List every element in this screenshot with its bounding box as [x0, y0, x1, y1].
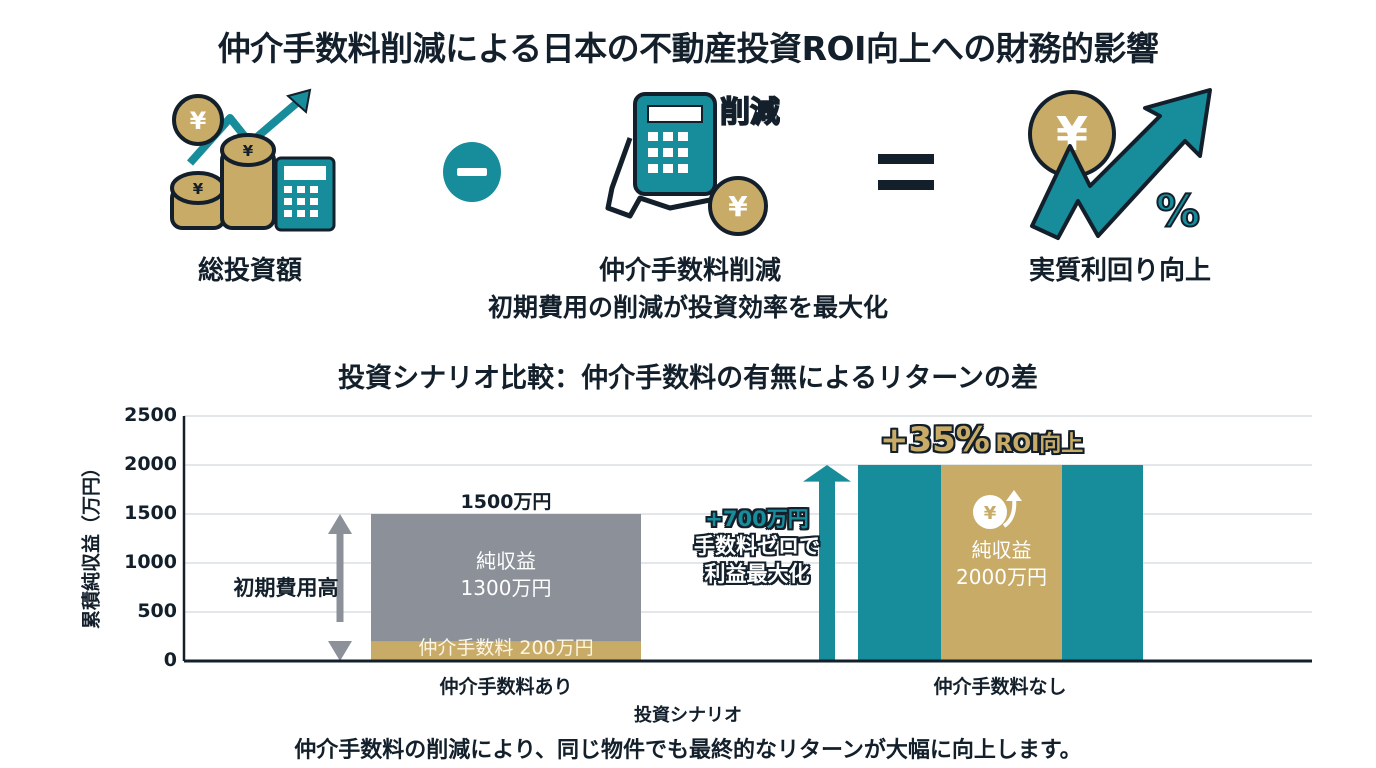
- svg-text:¥: ¥: [243, 142, 254, 160]
- gain-line2: 手数料ゼロで: [694, 534, 820, 559]
- yen-coin-up-icon: ¥: [973, 490, 1022, 529]
- arrow-up-head: [328, 514, 352, 534]
- bar1-net-title: 純収益: [476, 549, 536, 573]
- equation-subtitle: 初期費用の削減が投資効率を最大化: [487, 293, 888, 322]
- minus-circle-icon: [443, 142, 501, 202]
- bar-segment-fee: [371, 641, 641, 661]
- svg-text:%: %: [1156, 186, 1200, 237]
- footer-caption: 仲介手数料の削減により、同じ物件でも最終的なリターンが大幅に向上します。: [294, 738, 1082, 763]
- bar2-net-label: 純収益 2000万円: [941, 537, 1062, 591]
- svg-text:削減: 削減: [720, 95, 780, 130]
- y-tick-label: 1500: [124, 502, 177, 524]
- equation-label-fee-reduction: 仲介手数料削減: [598, 256, 781, 286]
- roi-annotation: +35% ROI向上: [880, 420, 1083, 460]
- svg-text:¥: ¥: [193, 180, 204, 198]
- bar1-net-value: 1300万円: [460, 576, 552, 600]
- bar1-total-label: 1500万円: [460, 491, 552, 513]
- svg-text:¥: ¥: [190, 107, 207, 135]
- y-tick-label: 1000: [124, 551, 177, 573]
- x-axis-label: 投資シナリオ: [634, 705, 742, 726]
- bar1-fee-label: 仲介手数料 200万円: [418, 637, 594, 659]
- gain-amount: +700万円: [705, 507, 809, 531]
- bar2-net-value: 2000万円: [956, 565, 1047, 589]
- equation-label-total-investment: 総投資額: [197, 256, 302, 286]
- y-tick-label: 500: [137, 600, 177, 622]
- roi-text: ROI向上: [995, 432, 1084, 457]
- equals-icon: [878, 154, 934, 190]
- gain-arrow-shaft: [819, 474, 835, 661]
- gain-annotation: +700万円 手数料ゼロで 利益最大化: [672, 506, 842, 588]
- bar-segment-net-income: [371, 514, 641, 642]
- yen-arrow-percent-icon: ¥ %: [1028, 88, 1212, 240]
- y-tick-label: 2000: [124, 453, 177, 475]
- svg-text:¥: ¥: [984, 503, 997, 524]
- hand-calculator-yen-icon: 削減 ¥: [605, 92, 780, 236]
- x-tick-label-without-fee: 仲介手数料なし: [933, 676, 1067, 698]
- page-title: 仲介手数料削減による日本の不動産投資ROI向上への財務的影響: [217, 29, 1159, 68]
- svg-text:¥: ¥: [728, 190, 748, 223]
- bar2-net-title: 純収益: [971, 538, 1032, 562]
- x-tick-label-with-fee: 仲介手数料あり: [439, 676, 573, 698]
- roi-percent: +35%: [880, 420, 990, 460]
- arrow-down-head: [328, 641, 352, 661]
- left-arrow-label: 初期費用高: [233, 576, 339, 600]
- equation-label-yield-improvement: 実質利回り向上: [1028, 256, 1211, 286]
- gain-arrow-head: [803, 465, 851, 482]
- y-tick-label: 2500: [124, 404, 177, 426]
- chart-title: 投資シナリオ比較：仲介手数料の有無によるリターンの差: [338, 363, 1038, 394]
- bar1-net-label: 純収益 1300万円: [371, 548, 641, 602]
- coins-calculator-growth-icon: ¥ ¥ ¥: [170, 88, 336, 232]
- gain-line3: 利益最大化: [704, 561, 810, 586]
- y-axis-label: 累積純収益（万円）: [80, 458, 103, 630]
- y-tick-label: 0: [163, 649, 177, 671]
- bar-segment-net-income: [941, 465, 1062, 661]
